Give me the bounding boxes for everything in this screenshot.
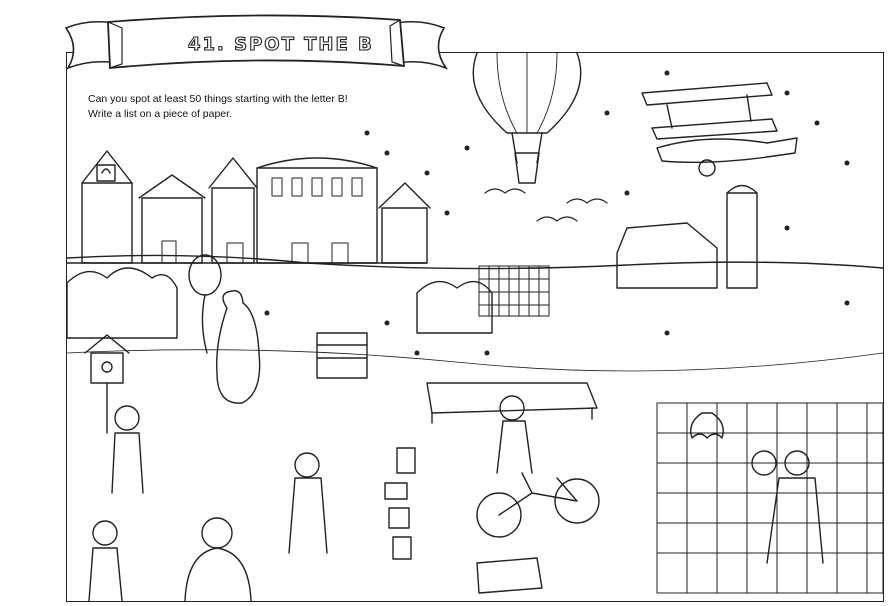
spot-the-b-illustration xyxy=(67,53,883,601)
bear-drawing xyxy=(216,290,261,404)
bushes-drawing xyxy=(67,267,493,339)
bicycle-drawing xyxy=(476,472,600,538)
hot-air-balloon-drawing xyxy=(472,53,582,184)
birds-drawing xyxy=(484,188,608,222)
ball-drawing xyxy=(751,450,777,476)
instruction-line-2: Write a list on a piece of paper. xyxy=(88,108,232,120)
instruction-line-1: Can you spot at least 50 things starting… xyxy=(88,93,348,105)
net-drawing xyxy=(656,402,883,594)
characters-drawing xyxy=(88,395,824,601)
castle-drawing xyxy=(67,150,431,264)
box-drawing xyxy=(476,557,543,594)
page-title: 41. SPOT THE B xyxy=(187,33,374,55)
bricks-drawing xyxy=(384,447,416,560)
title-banner: 41. SPOT THE B xyxy=(60,8,450,80)
birdhouse-drawing xyxy=(84,334,130,434)
beehive-drawing xyxy=(316,332,368,379)
bat-drawing xyxy=(690,412,724,439)
barn-drawing xyxy=(616,184,758,289)
bed-drawing xyxy=(426,382,598,424)
balloon-drawing xyxy=(188,254,222,354)
instructions: Can you spot at least 50 things starting… xyxy=(88,92,348,122)
bees-drawing xyxy=(264,70,850,356)
biplane-drawing xyxy=(641,82,798,177)
goal-drawing xyxy=(478,265,550,317)
